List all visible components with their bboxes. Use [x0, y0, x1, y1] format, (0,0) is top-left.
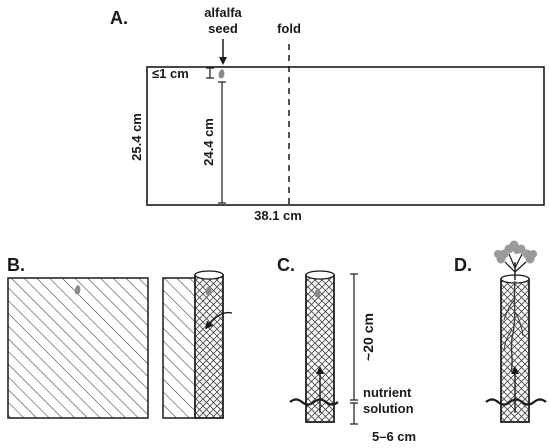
nutrient-label: nutrient — [363, 385, 412, 400]
panel-a: A. alfalfa seed fold ≤1 cm 24.4 cm 25.4 … — [110, 5, 545, 223]
tube-length-label: ~20 cm — [360, 313, 376, 361]
panel-b: B. — [7, 255, 233, 419]
panel-a-label: A. — [110, 8, 128, 28]
rolled-paper-tube — [194, 274, 224, 419]
gap-label: ≤1 cm — [152, 66, 189, 81]
height-label: 25.4 cm — [129, 113, 144, 161]
seed-icon — [314, 288, 321, 298]
panel-c: C. ~20 cm nutrient solution 5–6 cm — [277, 255, 416, 444]
inner-height-label: 24.4 cm — [201, 118, 216, 166]
panel-b-label: B. — [7, 255, 25, 275]
paper-sheet — [146, 66, 545, 206]
flat-paper-sheet — [7, 277, 149, 419]
fold-label: fold — [277, 21, 301, 36]
nutrient-solution-surface — [289, 398, 339, 406]
nutrient-solution-surface — [485, 398, 547, 406]
plant-icon — [494, 240, 537, 280]
seed-label-2: seed — [208, 21, 238, 36]
seed-icon — [205, 286, 212, 296]
seed-icon — [218, 69, 225, 79]
curved-arrow-icon — [205, 311, 233, 330]
width-label: 38.1 cm — [254, 208, 302, 223]
unrolled-paper-flap — [162, 277, 198, 419]
panel-d-label: D. — [454, 255, 472, 275]
seed-label: alfalfa — [204, 5, 242, 20]
panel-c-label: C. — [277, 255, 295, 275]
root-system — [503, 280, 524, 373]
depth-label: 5–6 cm — [372, 429, 416, 444]
panel-d: D. — [454, 240, 547, 423]
seed-icon — [74, 285, 81, 295]
solution-label: solution — [363, 401, 414, 416]
